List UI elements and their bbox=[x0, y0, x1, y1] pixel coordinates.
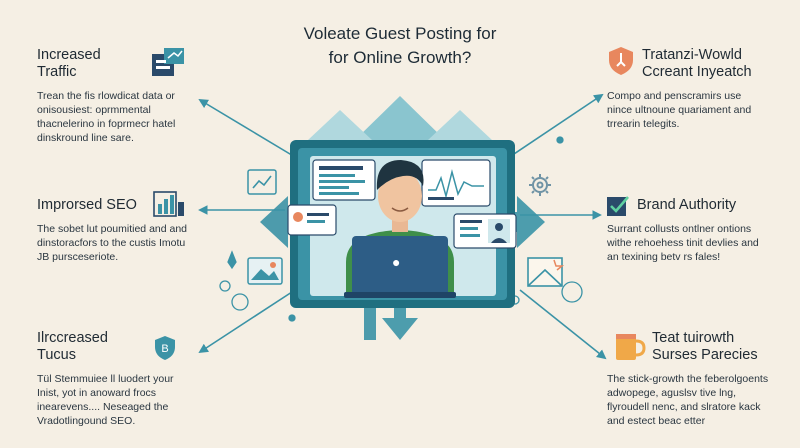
benefit-description: Trean the fis rlowdicat data or onisousi… bbox=[37, 90, 176, 144]
benefit-heading: Improrsed SEO bbox=[37, 197, 137, 213]
decor-shapes bbox=[219, 136, 583, 322]
benefit-heading: Tratanzi-Wowld Ccreant Inyeatch bbox=[642, 47, 752, 80]
shield-icon: B bbox=[155, 336, 175, 360]
connector-arrows bbox=[198, 93, 607, 360]
chart-icon-left bbox=[247, 169, 277, 195]
benefit-description: Surrant collusts ontlner ontions withe r… bbox=[607, 223, 759, 263]
coffee-cup-icon bbox=[616, 334, 646, 360]
benefit-description: Tül Stemmuiee ll luodert your Inist, yot… bbox=[37, 373, 174, 427]
shield-award-icon bbox=[609, 47, 633, 75]
benefit-improved-seo: Improrsed SEO The sobet lut poumitied an… bbox=[37, 197, 237, 264]
person-with-laptop-icon bbox=[344, 160, 456, 298]
page-title-line-2: for Online Growth? bbox=[328, 48, 472, 67]
benefit-description: The stick-growth the feberolgoents adwop… bbox=[607, 373, 769, 427]
benefit-increased-traffic: Increased Traffic Trean the fis rlowdica… bbox=[37, 47, 237, 145]
image-icon bbox=[247, 257, 283, 285]
benefit-sustained-growth: Teat tuirowth Surses Parecies The stick-… bbox=[607, 330, 797, 428]
benefit-heading: Teat tuirowth Surses Parecies bbox=[652, 330, 758, 363]
page-title: Voleate Guest Posting for for Online Gro… bbox=[250, 22, 550, 70]
benefit-brand-authority: Brand Authority Surrant collusts ontlner… bbox=[607, 197, 792, 264]
svg-text:B: B bbox=[161, 343, 168, 355]
profile-card-icon-left bbox=[287, 204, 337, 236]
profile-card-icon-right bbox=[453, 213, 517, 249]
gear-icon bbox=[529, 174, 551, 196]
document-card-icon bbox=[312, 159, 376, 201]
checkbox-icon bbox=[607, 196, 629, 216]
apple-logo-icon: ● bbox=[392, 254, 401, 270]
chart-screen-icon bbox=[421, 159, 491, 207]
benefit-description: Compo and penscramirs use nince ultnoune… bbox=[607, 90, 752, 130]
benefit-heading: Ilrccreased Tucus bbox=[37, 330, 108, 363]
benefit-targeted-reach: Tratanzi-Wowld Ccreant Inyeatch Compo an… bbox=[607, 47, 792, 131]
benefit-heading: Increased Traffic bbox=[37, 47, 101, 80]
benefit-description: The sobet lut poumitied and and dinstora… bbox=[37, 223, 188, 263]
traffic-chart-icon bbox=[152, 48, 184, 76]
envelope-icon bbox=[527, 257, 565, 287]
seo-bar-chart-icon bbox=[153, 191, 184, 217]
benefit-increased-focus: Ilrccreased Tucus Tül Stemmuiee ll luode… bbox=[37, 330, 237, 428]
benefit-heading: Brand Authority bbox=[637, 197, 737, 213]
page-title-line-1: Voleate Guest Posting for bbox=[303, 24, 497, 43]
